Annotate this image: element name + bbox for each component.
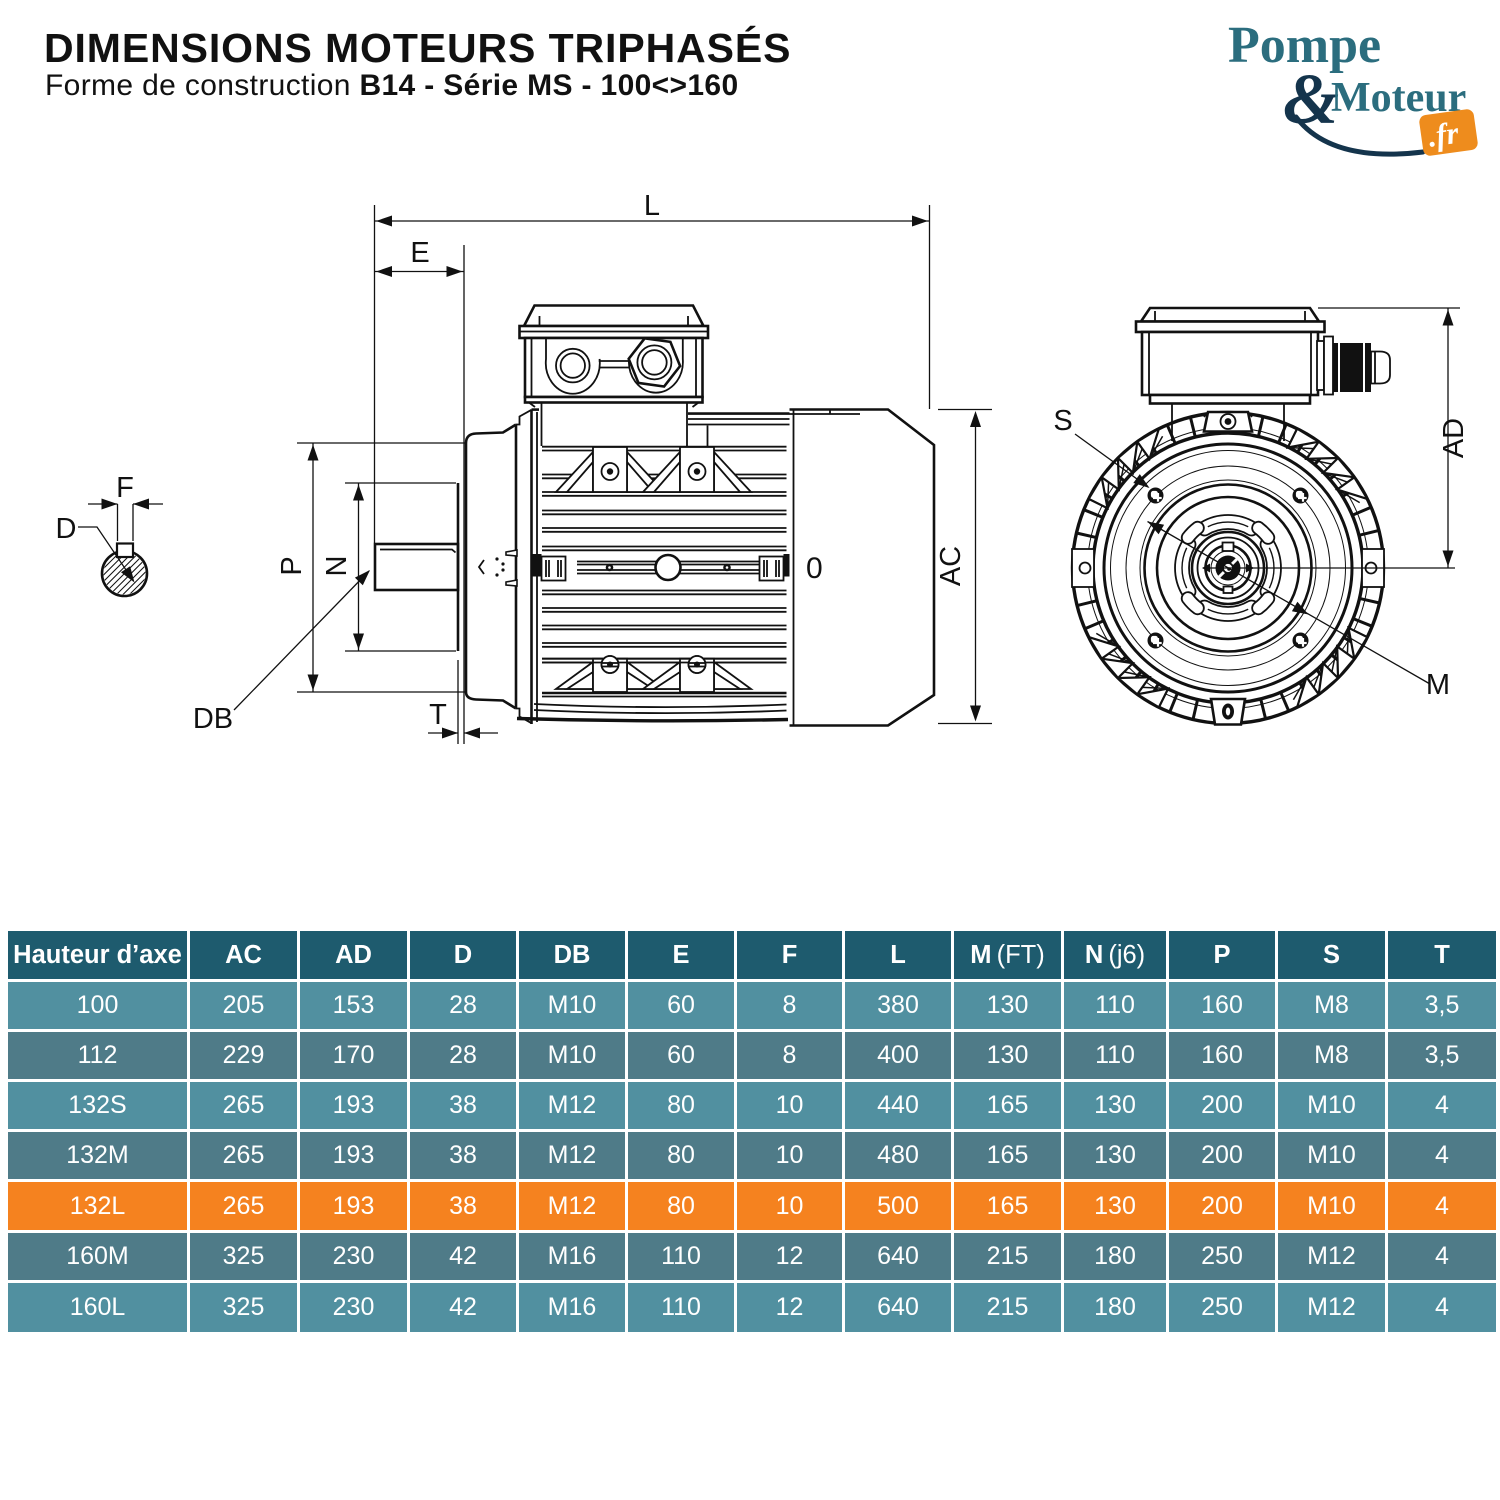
svg-text:.fr: .fr — [1426, 115, 1462, 154]
svg-text:M: M — [1426, 669, 1450, 701]
svg-text:AC: AC — [935, 546, 967, 586]
svg-text:E: E — [410, 237, 429, 269]
svg-text:T: T — [429, 699, 447, 731]
svg-text:F: F — [116, 472, 134, 504]
svg-text:P: P — [276, 556, 308, 575]
svg-text:DB: DB — [193, 703, 233, 735]
svg-text:0: 0 — [806, 552, 823, 585]
svg-text:N: N — [321, 556, 353, 577]
svg-text:L: L — [644, 190, 660, 222]
svg-text:D: D — [56, 513, 77, 545]
svg-text:AD: AD — [1438, 418, 1470, 458]
svg-text:S: S — [1053, 405, 1072, 437]
svg-text:&: & — [1283, 59, 1339, 139]
svg-text:Pompe: Pompe — [1228, 17, 1381, 74]
